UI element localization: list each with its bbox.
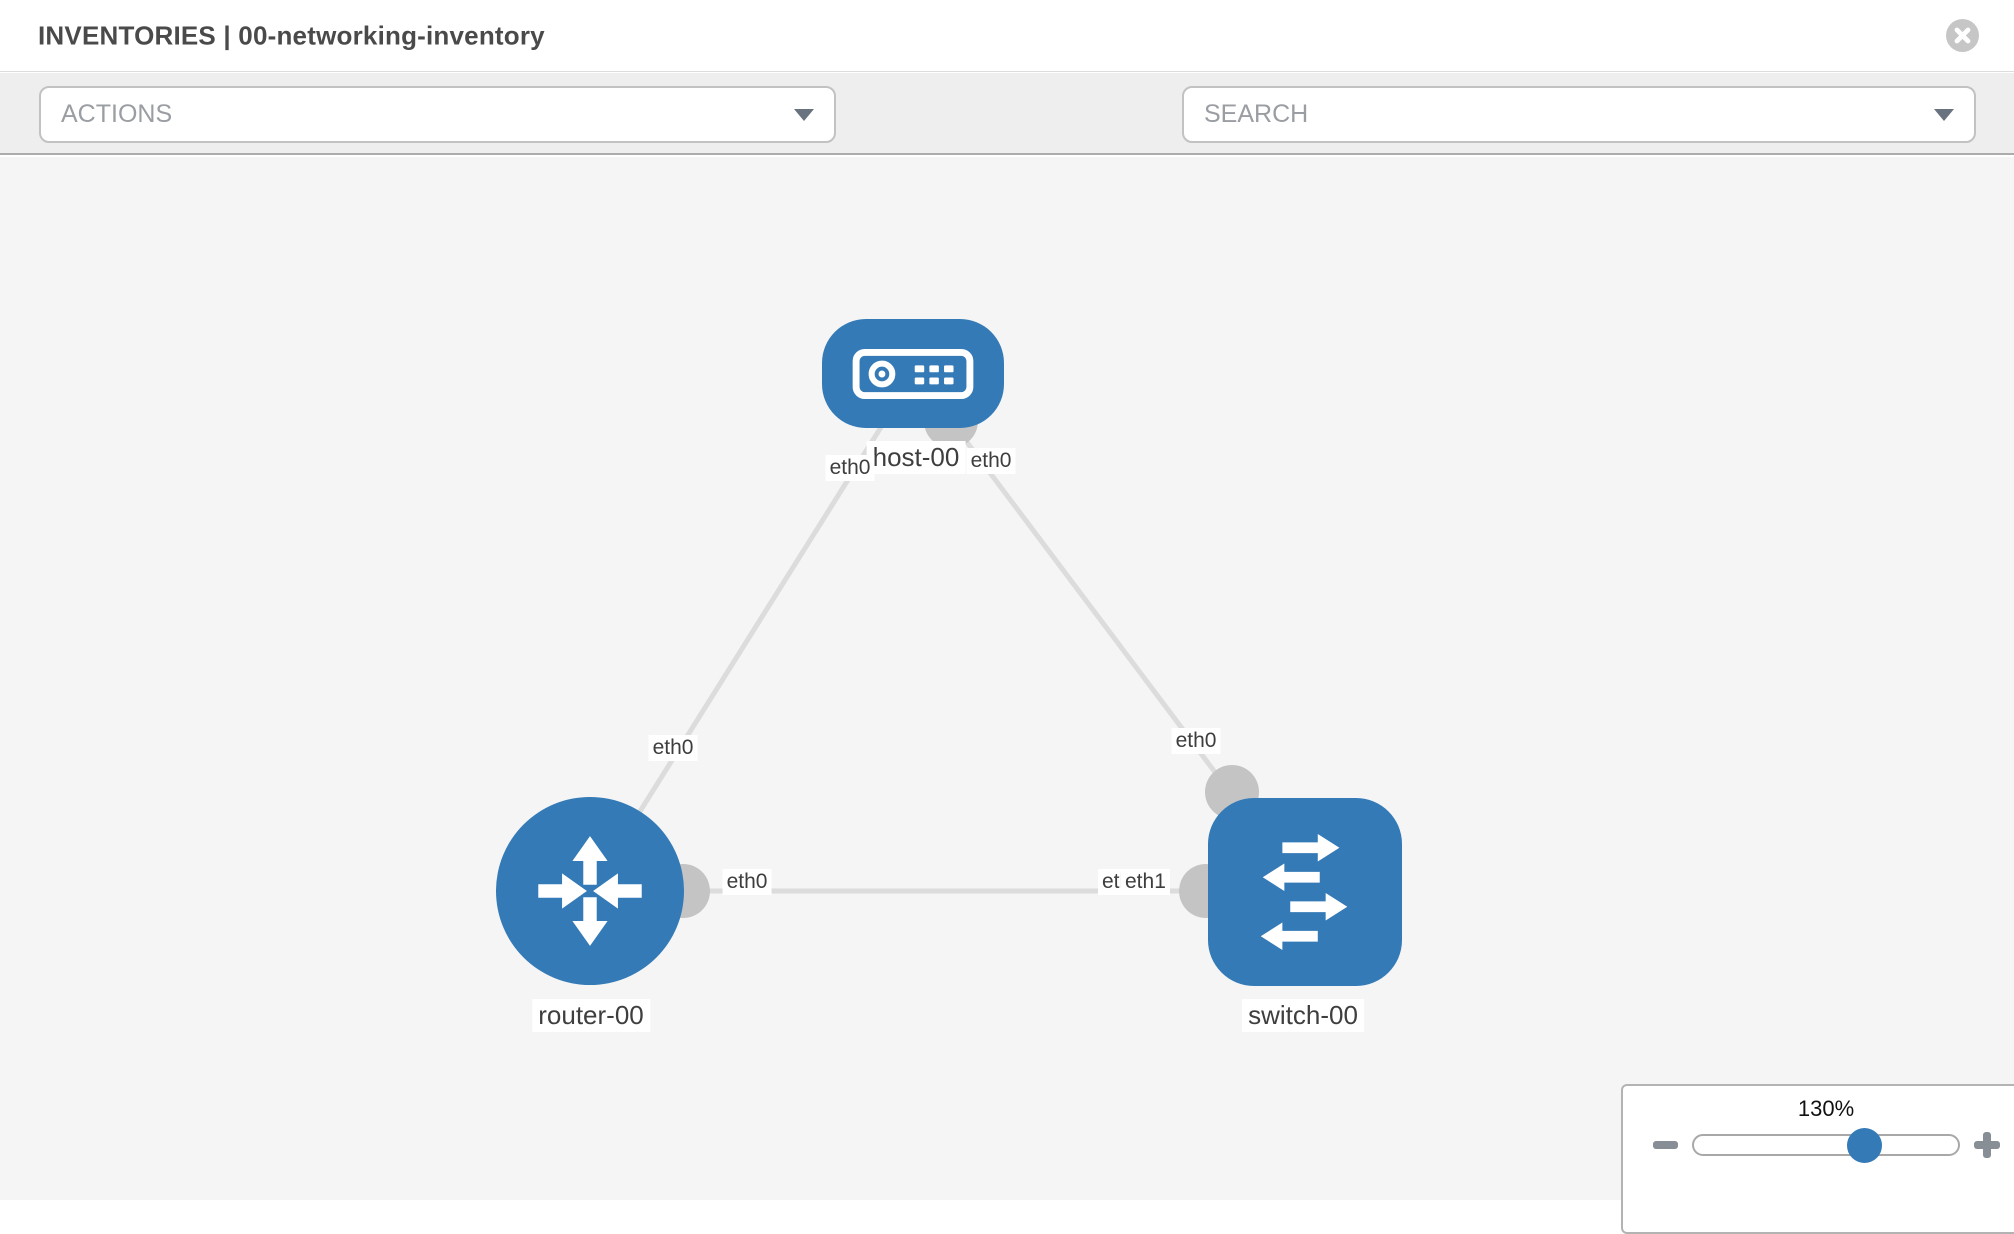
topology-links-layer	[587, 371, 1307, 918]
switch-icon	[1260, 833, 1348, 951]
close-icon	[1954, 27, 1971, 44]
if-label-host-eth0-right: eth0	[966, 448, 1016, 474]
node-host-00[interactable]	[822, 319, 1004, 428]
search-placeholder: SEARCH	[1204, 100, 1309, 128]
topology-canvas[interactable]: host-00 router-00 switch-00 eth0 eth0 et…	[0, 157, 2014, 1234]
if-label-switch-eth1: eth1	[1121, 869, 1170, 895]
node-label-router-00: router-00	[532, 999, 650, 1032]
zoom-slider-thumb[interactable]	[1847, 1128, 1882, 1163]
actions-dropdown-label: ACTIONS	[61, 100, 173, 128]
if-label-router-eth0-lan: eth0	[722, 869, 772, 895]
zoom-out-button[interactable]	[1653, 1141, 1678, 1149]
node-label-switch-00: switch-00	[1242, 999, 1364, 1032]
host-icon	[852, 348, 974, 399]
window-header: INVENTORIES | 00-networking-inventory	[0, 0, 2014, 72]
actions-dropdown[interactable]: ACTIONS	[39, 86, 836, 143]
toolbar: ACTIONS SEARCH	[0, 73, 2014, 208]
page-title: INVENTORIES | 00-networking-inventory	[38, 20, 545, 50]
zoom-in-button[interactable]	[1974, 1132, 2000, 1158]
zoom-level-value: 130%	[1797, 1096, 1855, 1121]
chevron-down-icon	[1934, 108, 1954, 121]
if-label-switch-eth0-uplink: eth0	[1171, 728, 1221, 754]
if-label-host-eth0-left: eth0	[825, 455, 875, 481]
node-switch-00[interactable]	[1208, 798, 1402, 986]
search-dropdown[interactable]: SEARCH	[1182, 86, 1976, 143]
if-label-router-eth0-uplink: eth0	[648, 735, 698, 761]
router-icon	[538, 836, 642, 946]
node-router-00[interactable]	[496, 797, 684, 985]
zoom-slider-track[interactable]	[1692, 1134, 1960, 1156]
zoom-panel: 130%	[1621, 1084, 2014, 1234]
close-button[interactable]	[1946, 19, 1979, 52]
chevron-down-icon	[794, 108, 814, 121]
node-label-host-00: host-00	[866, 441, 966, 474]
